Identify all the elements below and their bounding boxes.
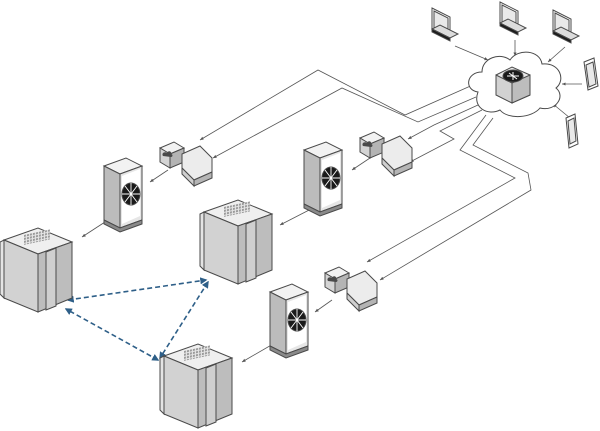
firewall-icon — [323, 266, 378, 313]
link-cloud-site-b — [407, 104, 479, 140]
link-laptop-3-cloud — [547, 46, 566, 63]
datacenter-icon — [159, 343, 234, 429]
link-cloud-site-a-return — [212, 87, 477, 159]
link-cloud-site-b-return — [409, 109, 483, 163]
phone-icon — [565, 113, 579, 149]
link-cloud-site-c-return — [379, 117, 532, 281]
link-site-c-fw-switch — [314, 299, 333, 313]
datacenter-icon — [0, 227, 74, 313]
firewall-icon — [358, 131, 413, 178]
switch-icon — [268, 283, 310, 359]
laptop-icon — [498, 1, 528, 36]
tablet-icon — [583, 57, 599, 91]
link-site-b-fw-switch — [351, 157, 371, 171]
link-cloud-site-c — [366, 114, 516, 263]
link-cloud-site-a — [199, 69, 476, 141]
replication-links — [64, 277, 209, 361]
laptop-icon — [551, 9, 581, 44]
link-site-a-fw-switch — [149, 169, 169, 183]
replication-a-b — [66, 277, 208, 303]
router-icon — [495, 66, 531, 104]
firewall-icon — [158, 141, 213, 188]
switch-icon — [302, 141, 344, 217]
switch-icon — [102, 157, 144, 233]
replication-b-c — [159, 280, 209, 360]
connector-lines — [81, 40, 582, 363]
replication-c-a — [64, 308, 160, 361]
link-laptop-1-cloud — [454, 45, 489, 61]
link-phone-cloud — [552, 103, 571, 119]
laptop-icon — [430, 7, 460, 42]
datacenter-icon — [199, 199, 274, 285]
link-site-a-switch-dc — [81, 221, 106, 238]
